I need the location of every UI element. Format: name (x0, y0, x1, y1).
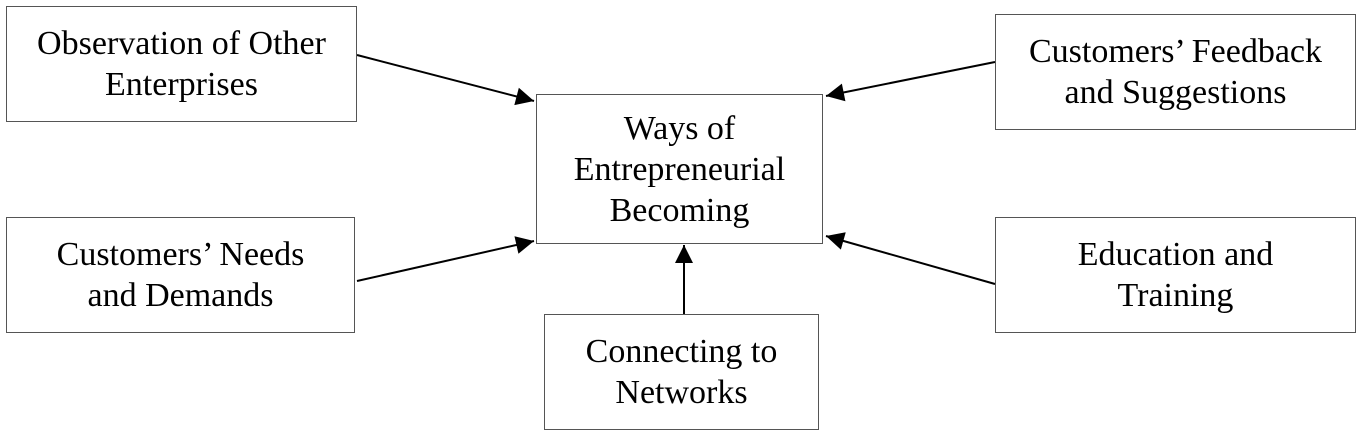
arrow-observation-to-center (356, 54, 535, 106)
center-box: Ways of Entrepreneurial Becoming (536, 94, 823, 244)
observation-label: Observation of Other Enterprises (37, 25, 326, 103)
observation-box: Observation of Other Enterprises (6, 6, 357, 122)
feedback-box: Customers’ Feedback and Suggestions (995, 14, 1356, 130)
arrow-education-to-center (825, 232, 996, 285)
education-label: Education and Training (1077, 236, 1274, 314)
arrow-needs-to-center (356, 236, 535, 282)
arrow-feedback-to-center (825, 61, 996, 102)
networks-box: Connecting to Networks (544, 314, 819, 430)
center-label: Ways of Entrepreneurial Becoming (573, 109, 786, 229)
networks-label: Connecting to Networks (585, 333, 778, 411)
education-box: Education and Training (995, 217, 1356, 333)
needs-box: Customers’ Needs and Demands (6, 217, 355, 333)
needs-label: Customers’ Needs and Demands (56, 236, 305, 314)
feedback-label: Customers’ Feedback and Suggestions (1028, 33, 1323, 111)
